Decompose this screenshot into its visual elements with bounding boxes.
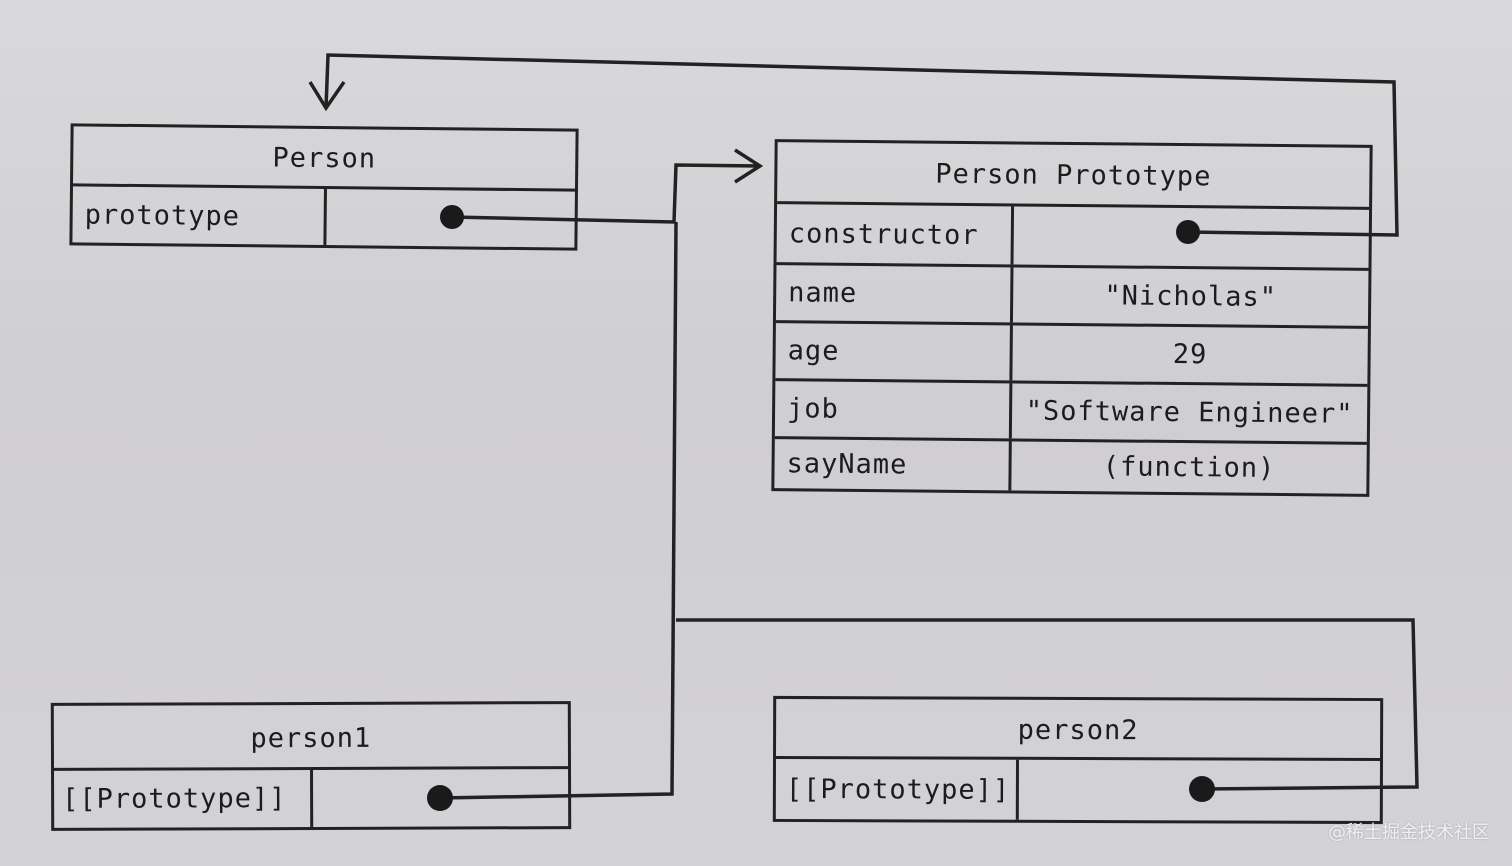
person-prototype-pointer-dot — [440, 205, 464, 229]
person-prototype-box: Person Prototype constructor name "Nicho… — [771, 139, 1373, 497]
prototype-row-job: job "Software Engineer" — [774, 378, 1368, 442]
name-value: "Nicholas" — [1104, 280, 1278, 313]
arrowhead-to-person — [308, 81, 346, 112]
prototype-row-constructor: constructor — [776, 204, 1370, 268]
job-key: job — [774, 381, 1013, 439]
constructor-key: constructor — [776, 204, 1015, 265]
prototype-row-name: name "Nicholas" — [775, 262, 1369, 326]
age-key: age — [775, 323, 1013, 381]
person-prototype-box-title: Person Prototype — [777, 142, 1370, 210]
person-prototype-key: prototype — [72, 186, 327, 246]
arrowhead-to-prototype-object — [734, 148, 764, 184]
prototype-row-sayname: sayName (function) — [774, 436, 1367, 494]
name-key: name — [775, 265, 1014, 323]
person1-prototype-value — [313, 769, 568, 827]
person2-prototype-value — [1019, 760, 1380, 821]
sayname-value: (function) — [1102, 451, 1276, 484]
link-person-prototype-to-prototype-object — [451, 163, 761, 224]
person2-prototype-key: [[Prototype]] — [775, 758, 1020, 820]
person1-box: person1 [[Prototype]] — [50, 701, 572, 831]
person2-prototype-pointer-dot — [1189, 776, 1215, 802]
person-prototype-row: prototype — [72, 186, 575, 247]
person2-box: person2 [[Prototype]] — [772, 695, 1384, 825]
person2-box-title: person2 — [776, 698, 1381, 762]
watermark-text: @稀土掘金技术社区 — [1328, 822, 1490, 843]
link-person2-to-prototype — [676, 618, 1419, 791]
link-person1-to-prototype — [439, 221, 678, 800]
person2-prototype-row: [[Prototype]] — [775, 758, 1380, 821]
person1-box-title: person1 — [53, 704, 569, 771]
constructor-value — [1014, 206, 1370, 267]
sayname-key: sayName — [774, 439, 1012, 491]
person1-prototype-row: [[Prototype]] — [54, 769, 568, 828]
person-box-title: Person — [72, 126, 576, 192]
constructor-pointer-dot — [1176, 220, 1200, 244]
person-prototype-value — [326, 189, 575, 248]
job-value: "Software Engineer" — [1025, 395, 1354, 430]
person1-prototype-key: [[Prototype]] — [54, 769, 314, 828]
age-value: 29 — [1172, 338, 1208, 371]
person1-prototype-pointer-dot — [427, 785, 453, 811]
link-constructor-to-person — [324, 53, 1399, 237]
prototype-row-age: age 29 — [775, 320, 1368, 384]
person-box: Person prototype — [69, 123, 579, 251]
